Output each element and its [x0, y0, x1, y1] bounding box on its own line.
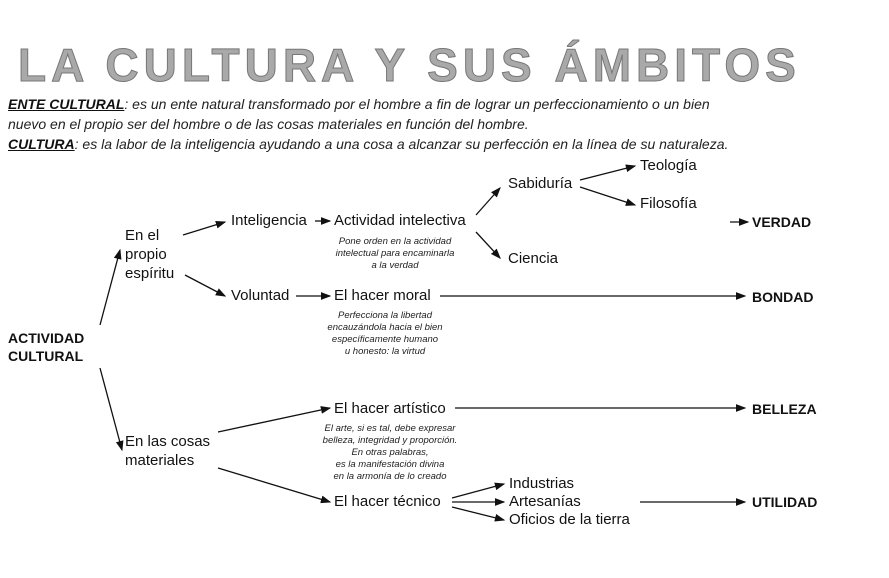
definition-cultura: CULTURA: es la labor de la inteligencia …	[8, 136, 728, 152]
node-ciencia: Ciencia	[508, 250, 559, 267]
node-hacer-moral: El hacer moral	[334, 287, 431, 304]
arrow	[579, 186, 637, 206]
node-filosofia: Filosofía	[640, 195, 697, 212]
term: CULTURA	[8, 136, 75, 152]
note-line: intelectual para encaminarla	[335, 248, 455, 259]
note-artistico: El arte, si es tal, debe expresar bellez…	[310, 423, 470, 483]
node-inteligencia: Inteligencia	[231, 212, 307, 229]
arrow	[184, 274, 227, 297]
value-belleza: BELLEZA	[752, 401, 817, 417]
note-line: en la armonía de lo creado	[333, 471, 447, 482]
branch-spirit-3: espíritu	[125, 265, 175, 282]
definition-ente-cultural: ENTE CULTURAL: es un ente natural transf…	[8, 96, 710, 112]
note-line: a la verdad	[371, 260, 419, 271]
node-hacer-artistico: El hacer artístico	[334, 400, 446, 417]
note-line: específicamente humano	[331, 334, 439, 345]
arrow	[475, 187, 501, 216]
node-teologia: Teología	[640, 157, 697, 174]
node-oficios: Oficios de la tierra	[509, 511, 630, 528]
branch-material-2: materiales	[125, 452, 195, 469]
page-title: LA CULTURA Y SUS ÁMBITOS	[18, 39, 801, 92]
arrow	[451, 506, 506, 522]
arrow	[475, 231, 501, 259]
note-line: encauzándola hacia el bien	[327, 322, 443, 333]
arrow	[182, 220, 227, 236]
term: ENTE CULTURAL	[8, 96, 125, 112]
branch-spirit-1: En el	[125, 227, 160, 244]
arrow	[579, 164, 637, 181]
note-intelectiva: Pone orden en la actividad intelectual p…	[330, 236, 460, 272]
node-artesanias: Artesanías	[509, 493, 581, 510]
definition-text: : es la labor de la inteligencia ayudand…	[74, 136, 729, 152]
value-verdad: VERDAD	[752, 214, 812, 230]
arrow	[217, 467, 332, 504]
root-line-2: CULTURAL	[8, 348, 84, 364]
note-moral: Perfecciona la libertad encauzándola hac…	[320, 310, 450, 358]
branch-spirit-2: propio	[125, 246, 167, 263]
node-hacer-tecnico: El hacer técnico	[334, 493, 441, 510]
note-line: u honesto: la virtud	[344, 346, 426, 357]
note-line: es la manifestación divina	[335, 459, 445, 470]
value-utilidad: UTILIDAD	[752, 494, 818, 510]
value-bondad: BONDAD	[752, 289, 814, 305]
definition-text: : es un ente natural transformado por el…	[124, 96, 710, 112]
node-industrias: Industrias	[509, 475, 575, 492]
arrow	[99, 367, 124, 452]
node-actividad-intelectiva: Actividad intelectiva	[334, 212, 466, 229]
note-line: belleza, integridad y proporción.	[322, 435, 458, 446]
node-sabiduria: Sabiduría	[508, 175, 573, 192]
arrow	[217, 406, 332, 433]
note-line: El arte, si es tal, debe expresar	[324, 423, 456, 434]
note-line: Pone orden en la actividad	[338, 236, 452, 247]
node-voluntad: Voluntad	[231, 287, 290, 304]
arrow	[451, 482, 506, 499]
arrow	[99, 248, 122, 326]
definition-ente-cultural-cont: nuevo en el propio ser del hombre o de l…	[8, 116, 529, 132]
note-line: En otras palabras,	[351, 447, 429, 458]
root-line-1: ACTIVIDAD	[8, 330, 85, 346]
branch-material-1: En las cosas	[125, 433, 211, 450]
note-line: Perfecciona la libertad	[338, 310, 432, 321]
